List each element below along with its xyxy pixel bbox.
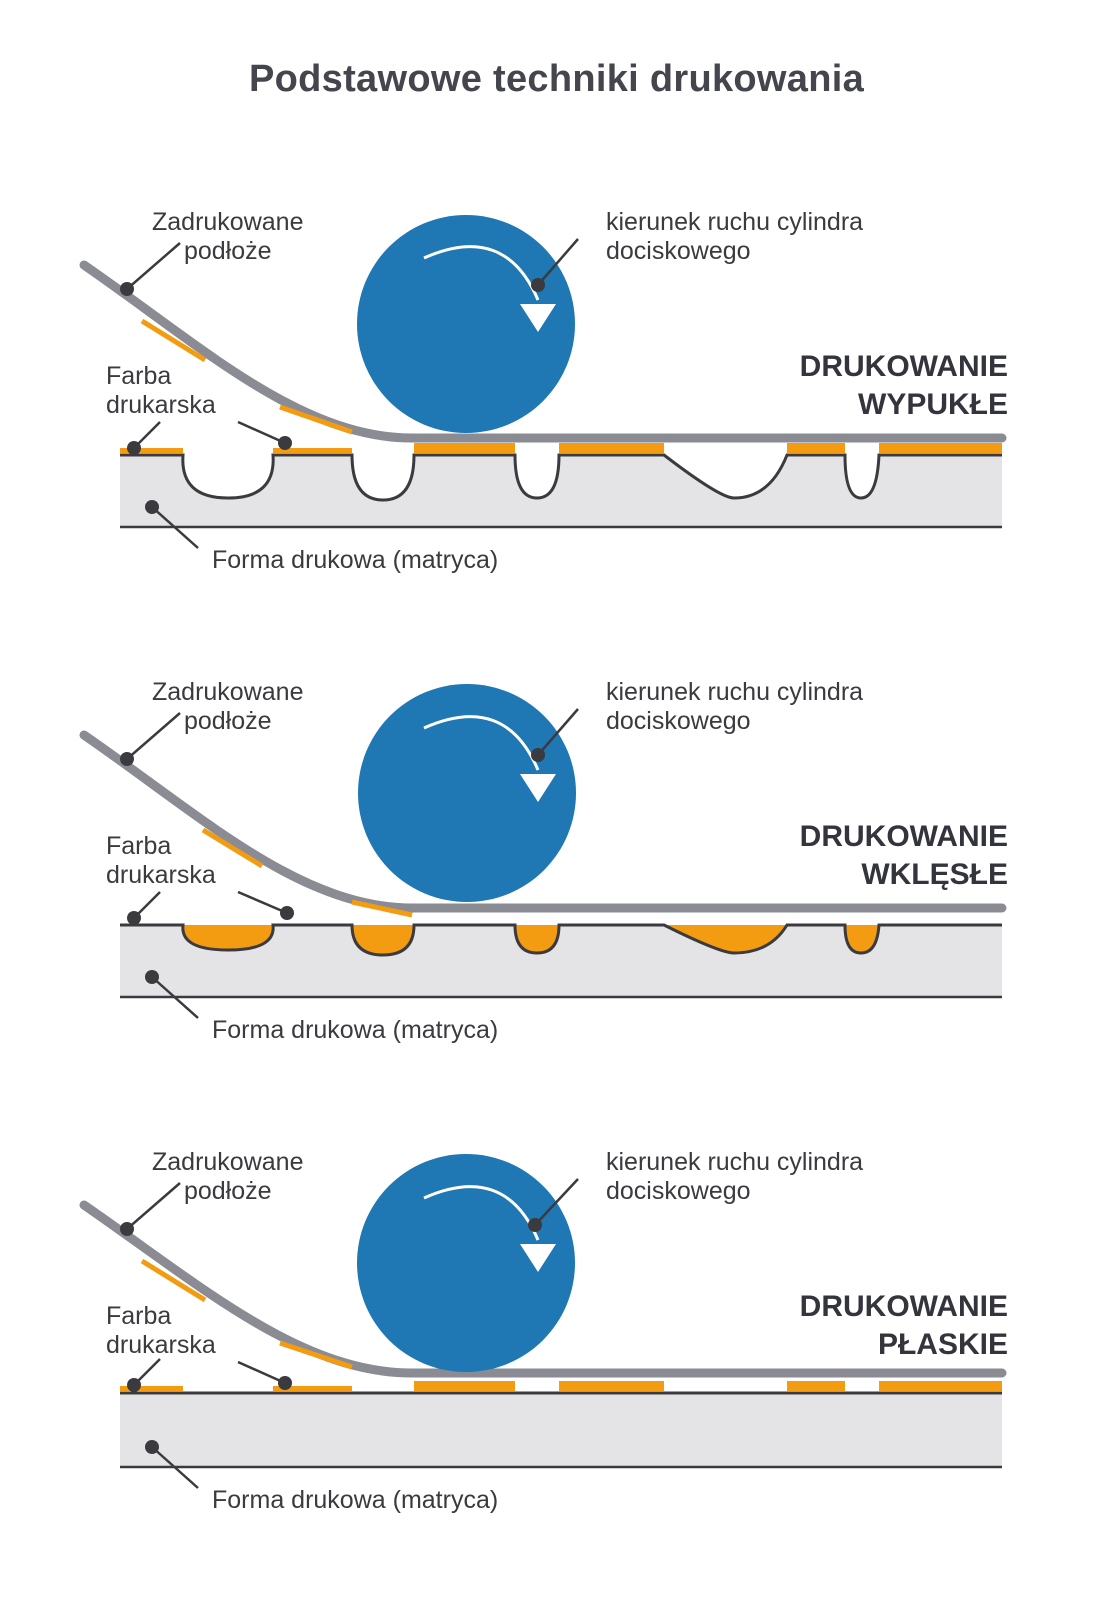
form-surface-line <box>120 923 1002 957</box>
rotation-arrow-icon <box>423 245 540 301</box>
leader-dots <box>120 278 545 514</box>
ink-patch <box>120 1386 183 1391</box>
ink-on-substrate <box>140 1258 353 1370</box>
gravure-diagram <box>79 684 1007 1019</box>
printing-form <box>120 1393 1002 1467</box>
ink-patch <box>559 443 664 453</box>
ink-patch <box>515 925 559 953</box>
page-title: Podstawowe techniki drukowania <box>248 58 864 100</box>
rotation-arrowhead-icon <box>520 1244 556 1272</box>
relief-diagram <box>79 215 1007 549</box>
ink-patch <box>279 1340 353 1370</box>
ink-patch <box>559 1381 664 1391</box>
impression-cylinder <box>358 684 576 902</box>
leader-lines <box>126 708 579 1019</box>
ink-on-relief <box>120 443 1002 453</box>
ink-patch <box>787 443 845 453</box>
form-surface-line <box>120 453 1002 502</box>
ink-patch <box>845 925 879 953</box>
ink-patch <box>414 1381 515 1391</box>
leader-lines <box>126 238 579 549</box>
ink-patch <box>182 925 274 950</box>
ink-patch <box>201 827 264 869</box>
flat-diagram <box>79 1154 1007 1489</box>
ink-patch <box>273 448 352 453</box>
substrate-sheet <box>79 1200 1007 1378</box>
ink-patch <box>279 404 353 435</box>
ink-on-substrate <box>201 827 413 918</box>
printing-form <box>120 925 1002 997</box>
ink-patch <box>879 443 1002 453</box>
label-printing-form: Forma drukowa (matryca) <box>212 546 499 574</box>
label-printing-form: Forma drukowa (matryca) <box>212 1016 499 1044</box>
substrate-sheet <box>79 260 1007 443</box>
ink-patch <box>879 1381 1002 1391</box>
ink-on-form <box>120 1381 1002 1391</box>
printing-form <box>120 455 1002 527</box>
ink-on-substrate <box>140 318 353 435</box>
ink-patch <box>414 443 515 453</box>
ink-in-recesses <box>182 925 879 955</box>
ink-patch <box>787 1381 845 1391</box>
ink-patch <box>273 1386 352 1391</box>
ink-patch <box>140 318 207 363</box>
rotation-arrowhead-icon <box>520 774 556 802</box>
ink-patch <box>120 448 183 453</box>
ink-patch <box>664 925 787 953</box>
rotation-arrow-icon <box>423 715 540 771</box>
rotation-arrowhead-icon <box>520 304 556 332</box>
ink-patch <box>351 899 413 918</box>
leader-dots <box>120 748 545 984</box>
ink-patch <box>140 1258 207 1303</box>
ink-patch <box>352 925 414 955</box>
leader-dots <box>120 1218 542 1454</box>
substrate-sheet <box>79 730 1007 913</box>
label-printing-form: Forma drukowa (matryca) <box>212 1486 499 1514</box>
